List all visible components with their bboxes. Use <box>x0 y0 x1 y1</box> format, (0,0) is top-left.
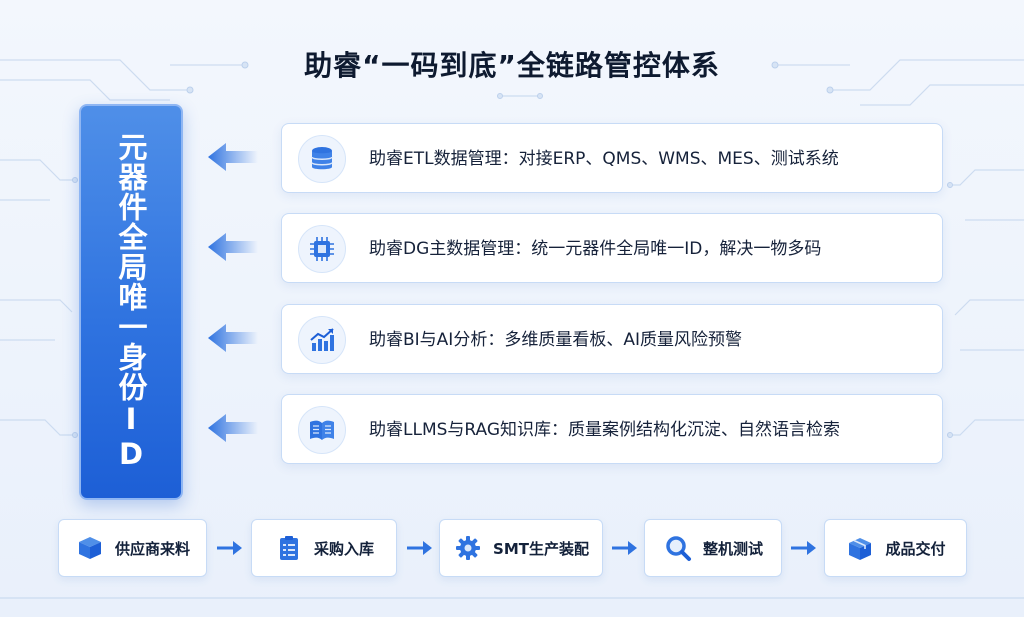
chart-icon <box>298 316 346 364</box>
module-card-dg: 助睿DG主数据管理：统一元器件全局唯一ID，解决一物多码 <box>281 213 943 283</box>
flow-step-supplier: 供应商来料 <box>58 519 207 577</box>
left-arrow-icon <box>208 233 258 261</box>
module-label: 助睿DG主数据管理：统一元器件全局唯一ID，解决一物多码 <box>369 239 822 259</box>
chip-icon <box>298 225 346 273</box>
book-icon <box>298 406 346 454</box>
module-label: 助睿BI与AI分析：多维质量看板、AI质量风险预警 <box>369 330 742 350</box>
gear-icon <box>453 533 483 563</box>
package-icon <box>845 533 875 563</box>
module-card-etl: 助睿ETL数据管理：对接ERP、QMS、WMS、MES、测试系统 <box>281 123 943 193</box>
clipboard-icon <box>274 533 304 563</box>
module-card-llms: 助睿LLMS与RAG知识库：质量案例结构化沉淀、自然语言检索 <box>281 394 943 464</box>
left-arrow-icon <box>208 143 258 171</box>
flow-step-label: 成品交付 <box>885 539 946 558</box>
flow-step-purchase: 采购入库 <box>251 519 397 577</box>
left-arrow-icon <box>208 414 258 442</box>
right-arrow-icon <box>407 541 432 555</box>
module-label: 助睿ETL数据管理：对接ERP、QMS、WMS、MES、测试系统 <box>369 149 839 169</box>
page-title: 助睿“一码到底”全链路管控体系 <box>304 49 720 82</box>
left-arrow-icon <box>208 324 258 352</box>
unique-id-label: 元器件全局唯一身份ID <box>114 132 148 472</box>
right-arrow-icon <box>217 541 242 555</box>
right-arrow-icon <box>612 541 637 555</box>
flow-step-label: SMT生产装配 <box>493 539 589 558</box>
flow-step-label: 供应商来料 <box>114 539 190 558</box>
flow-step-delivery: 成品交付 <box>824 519 967 577</box>
module-label: 助睿LLMS与RAG知识库：质量案例结构化沉淀、自然语言检索 <box>369 420 841 440</box>
unique-id-bar: 元器件全局唯一身份ID <box>79 104 183 500</box>
flow-step-smt: SMT生产装配 <box>439 519 603 577</box>
flow-step-test: 整机测试 <box>644 519 782 577</box>
flow-step-label: 整机测试 <box>702 539 763 558</box>
flow-step-label: 采购入库 <box>313 539 374 558</box>
right-arrow-icon <box>791 541 816 555</box>
box-icon <box>75 533 105 563</box>
database-icon <box>298 135 346 183</box>
module-card-bi: 助睿BI与AI分析：多维质量看板、AI质量风险预警 <box>281 304 943 374</box>
magnifier-icon <box>663 533 693 563</box>
